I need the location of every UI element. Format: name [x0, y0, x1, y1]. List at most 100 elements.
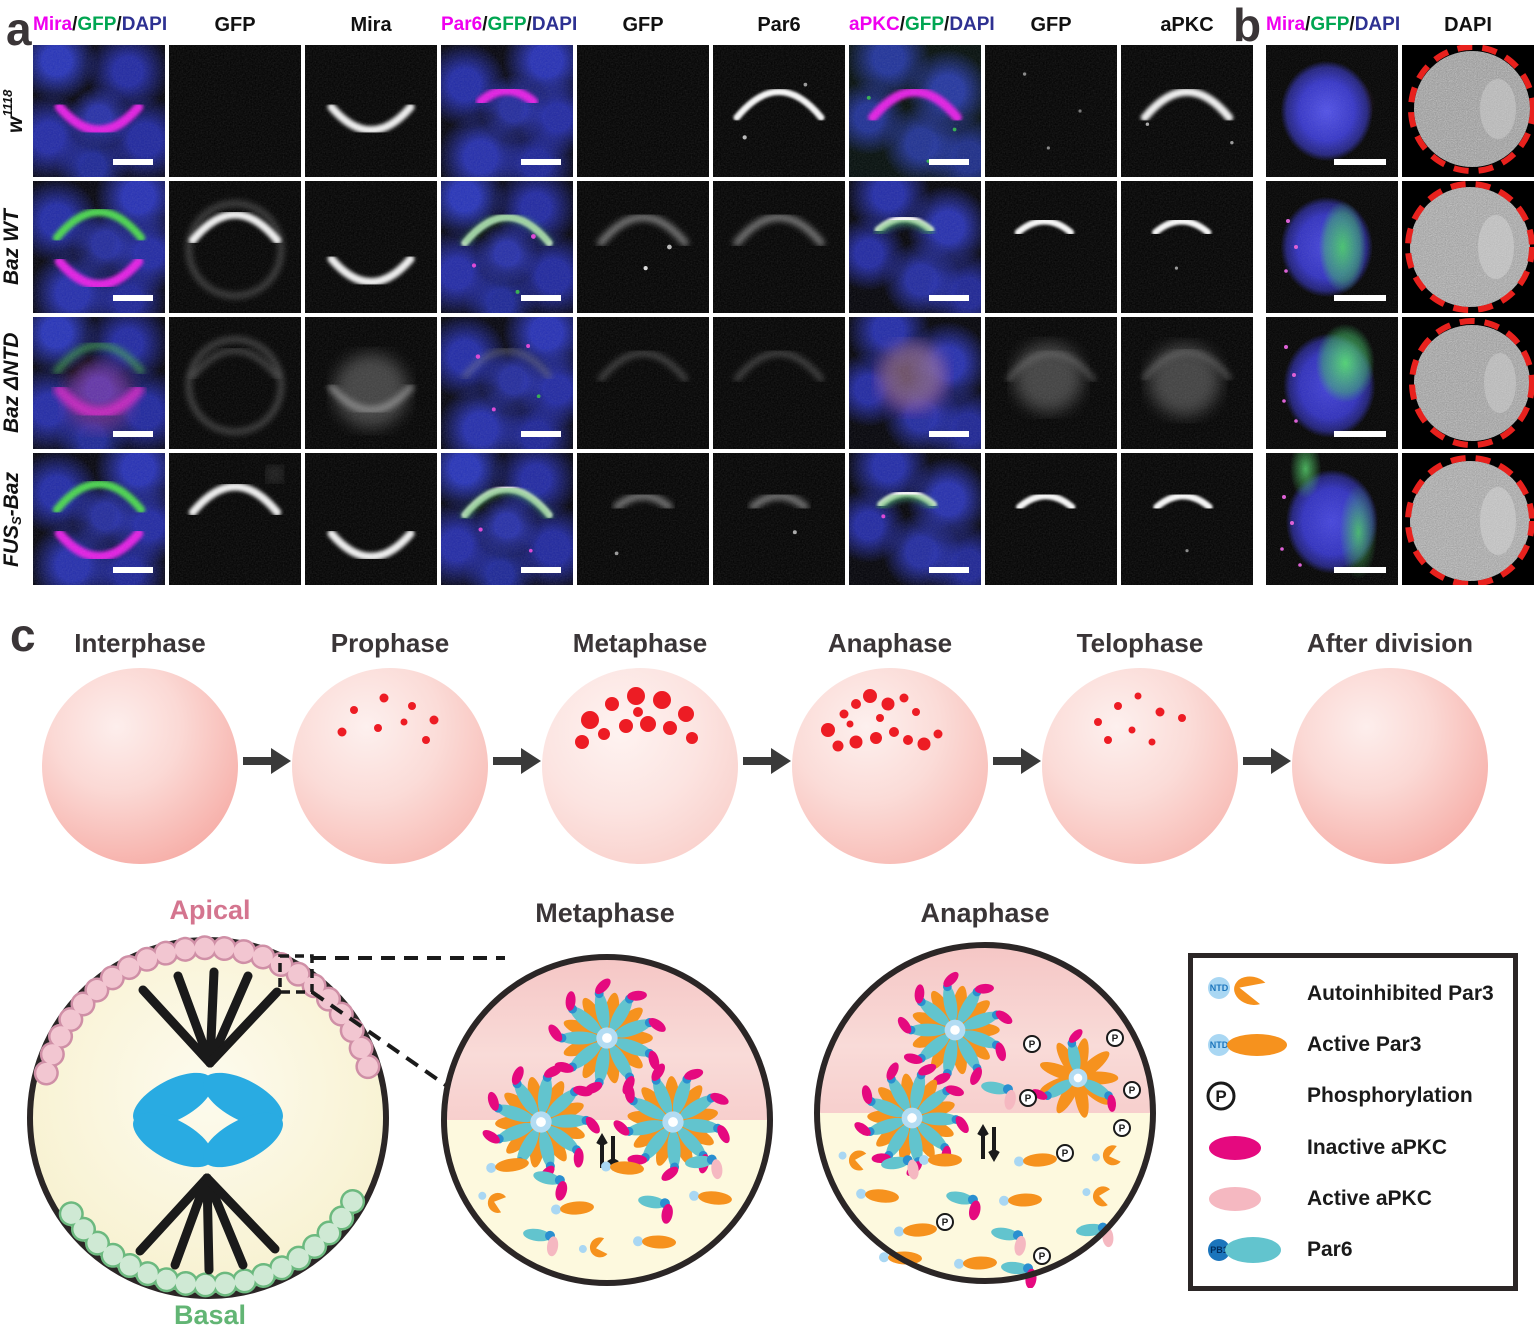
phase-label-prophase: Prophase [330, 628, 450, 658]
metaphase-zoom-circle [441, 954, 773, 1286]
micrograph-fusbaz-merge-apkc [849, 453, 981, 585]
micrograph-fusbaz-gfp2 [577, 453, 709, 585]
arrow-interphase-prophase [243, 748, 291, 774]
col-header-par6-gfp-dapi: Par6/GFP/DAPI [441, 14, 578, 35]
col-header-gfp-2: GFP [622, 14, 664, 36]
micrograph-fusbaz-par6 [713, 453, 845, 585]
micrograph-bazwt-mira [305, 181, 437, 313]
svg-text:PB1: PB1 [1210, 1245, 1228, 1255]
micrograph-bazdntd-mira [305, 317, 437, 449]
phase-label-after-division: After division [1306, 628, 1474, 658]
phase-label-interphase: Interphase [74, 628, 206, 658]
arrow-prophase-metaphase [493, 748, 541, 774]
cell-sphere-telophase [1042, 668, 1238, 864]
micrograph-bazwt-gfp2 [577, 181, 709, 313]
phase-label-telophase: Telophase [1076, 628, 1204, 658]
micrograph-bazwt-merge-apkc [849, 181, 981, 313]
arrow-telophase-after [1243, 748, 1291, 774]
inactive-apkc-icon [1209, 1135, 1261, 1160]
micrograph-bazwt-gfp1 [169, 181, 301, 313]
brain-lobe-bazwt-merge [1266, 181, 1398, 313]
micrograph-fusbaz-merge-mira [33, 453, 165, 585]
cell-sphere-prophase [292, 668, 488, 864]
brain-lobe-bazdntd-merge [1266, 317, 1398, 449]
row-label-baz-wt: Baz WT [0, 209, 23, 285]
micrograph-bazwt-par6 [713, 181, 845, 313]
par6-icon: PB1 [1208, 1237, 1281, 1264]
brain-lobe-w1118-merge [1266, 45, 1398, 177]
panel-b-letter: b [1233, 0, 1262, 51]
metaphase-zoom-label: Metaphase [535, 898, 675, 928]
col-header-b-merge: Mira/GFP/DAPI [1266, 14, 1401, 35]
autoinhibited-par3-icon: NTD [1208, 976, 1266, 1005]
phospho-rosette [1019, 1029, 1141, 1137]
col-header-b-dapi: DAPI [1444, 14, 1492, 36]
panel-b-micrograph-grid [1266, 45, 1534, 585]
brain-lobe-w1118-dapi [1402, 45, 1534, 177]
zoom-connector-lines [310, 956, 505, 1104]
active-apkc-icon [1209, 1186, 1261, 1211]
micrograph-bazdntd-apkc [1121, 317, 1253, 449]
legend-item-phosphorylation: P Phosphorylation [1205, 1074, 1501, 1118]
phosphorylation-icon: P [1206, 1081, 1236, 1111]
brain-lobe-bazwt-dapi [1402, 181, 1534, 313]
micrograph-fusbaz-merge-par6 [441, 453, 573, 585]
col-header-apkc: aPKC [1160, 14, 1214, 36]
panel-a-micrograph-grid [33, 45, 1253, 585]
micrograph-bazdntd-merge-par6 [441, 317, 573, 449]
svg-text:NTD: NTD [1210, 983, 1229, 993]
micrograph-w1118-gfp2 [577, 45, 709, 177]
legend-box: NTD Autoinhibited Par3 NTD Active Par3 P… [1188, 953, 1518, 1291]
micrograph-fusbaz-apkc [1121, 453, 1253, 585]
anaphase-zoom-label: Anaphase [920, 898, 1050, 928]
micrograph-fusbaz-mira [305, 453, 437, 585]
micrograph-w1118-apkc [1121, 45, 1253, 177]
col-header-mira: Mira [350, 14, 392, 36]
col-header-apkc-gfp-dapi: aPKC/GFP/DAPI [849, 14, 995, 35]
cell-sphere-after-division [1292, 668, 1488, 864]
micrograph-w1118-gfp1 [169, 45, 301, 177]
panel-a-letter: a [6, 3, 32, 55]
col-header-gfp-3: GFP [1030, 14, 1072, 36]
micrograph-bazdntd-par6 [713, 317, 845, 449]
spindle-microtubules [135, 967, 282, 1275]
row-label-fus-baz: FUSS-Baz [0, 471, 25, 567]
row-label-baz-dntd: Baz ΔNTD [0, 332, 23, 434]
arrow-metaphase-anaphase [743, 748, 791, 774]
brain-lobe-fusbaz-merge [1266, 453, 1398, 585]
micrograph-fusbaz-gfp1 [169, 453, 301, 585]
legend-item-inactive-apkc: Inactive aPKC [1205, 1126, 1501, 1170]
micrograph-bazdntd-gfp3 [985, 317, 1117, 449]
panel-c-letter: c [10, 609, 36, 661]
chromosomes [133, 1072, 283, 1168]
micrograph-bazwt-apkc [1121, 181, 1253, 313]
micrograph-w1118-par6 [713, 45, 845, 177]
micrograph-w1118-merge-mira [33, 45, 165, 177]
svg-text:NTD: NTD [1210, 1040, 1229, 1050]
brain-lobe-fusbaz-dapi [1402, 453, 1534, 585]
micrograph-bazdntd-merge-apkc [849, 317, 981, 449]
micrograph-bazwt-merge-mira [33, 181, 165, 313]
micrograph-bazwt-gfp3 [985, 181, 1117, 313]
anaphase-zoom-circle [814, 942, 1156, 1288]
apical-label: Apical [169, 895, 251, 925]
arrow-anaphase-telophase [993, 748, 1041, 774]
cell-sphere-metaphase [542, 668, 738, 864]
col-header-mira-gfp-dapi: Mira/GFP/DAPI [33, 14, 168, 35]
legend-item-active-par3: NTD Active Par3 [1205, 1023, 1501, 1067]
svg-text:P: P [1215, 1087, 1226, 1106]
cell-sphere-anaphase [792, 668, 988, 864]
brain-lobe-bazdntd-dapi [1402, 317, 1534, 449]
row-label-w1118: w1118 [0, 89, 27, 133]
col-header-gfp-1: GFP [214, 14, 256, 36]
basal-label: Basal [173, 1300, 247, 1330]
legend-item-active-apkc: Active aPKC [1205, 1177, 1501, 1221]
col-header-par6: Par6 [757, 14, 801, 36]
phase-label-anaphase: Anaphase [827, 628, 953, 658]
micrograph-fusbaz-gfp3 [985, 453, 1117, 585]
micrograph-w1118-merge-par6 [441, 45, 573, 177]
active-par3-icon: NTD [1208, 1033, 1287, 1056]
cell-sphere-interphase [42, 668, 238, 864]
micrograph-bazdntd-merge-mira [33, 317, 165, 449]
